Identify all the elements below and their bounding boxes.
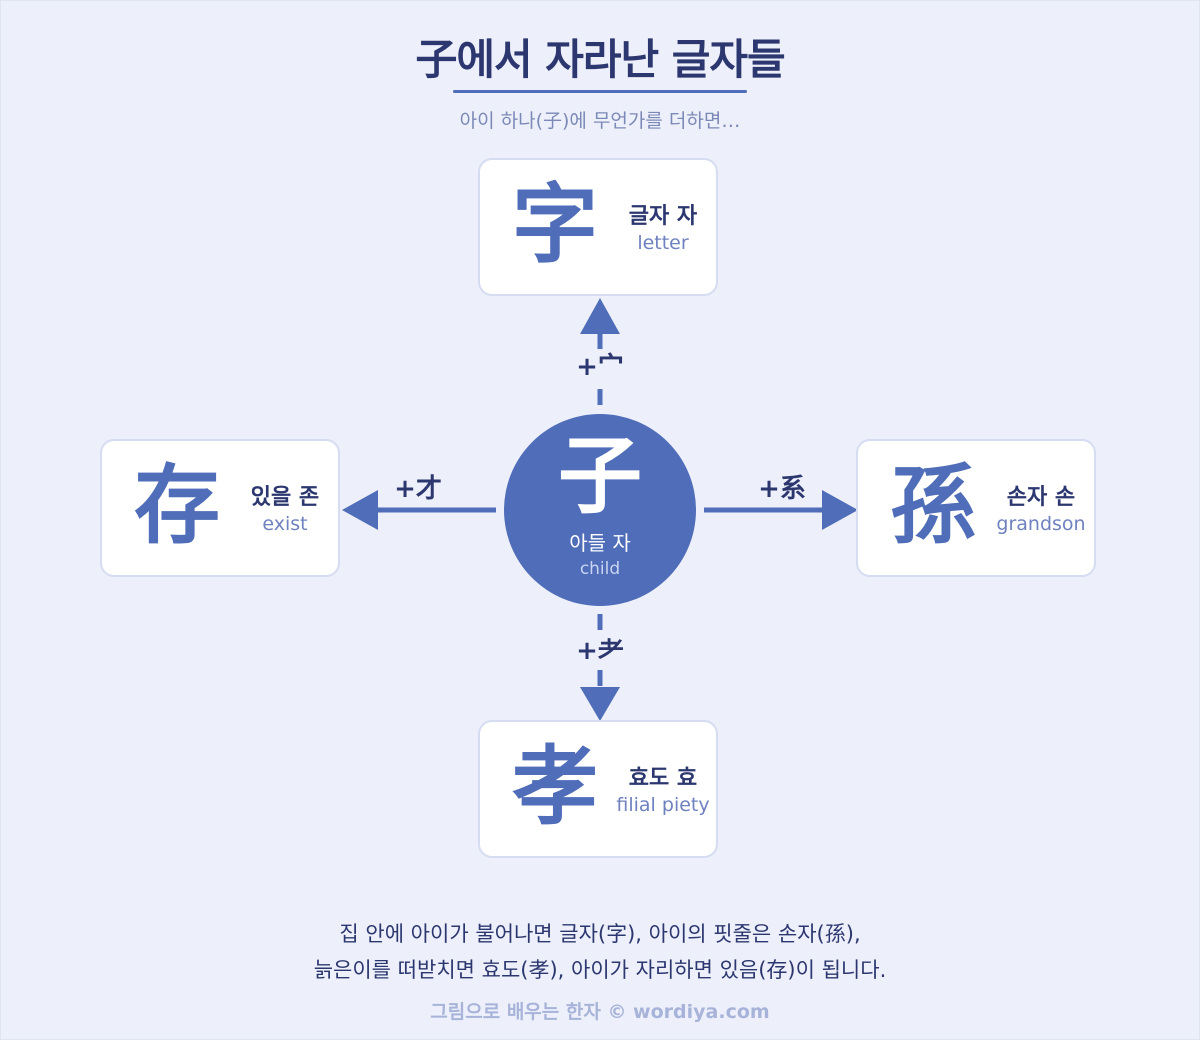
page-title: 子에서 자라난 글자들 (415, 35, 785, 84)
node-character: 存 (134, 455, 220, 556)
footer-credit: 그림으로 배우는 한자 © wordiya.com (430, 1001, 770, 1023)
node-english-name: grandson (996, 513, 1086, 535)
arrowhead-right (822, 490, 858, 530)
caption-line-2: 늙은이를 떠받치면 효도(孝), 아이가 자리하면 있음(存)이 됩니다. (313, 958, 887, 982)
node-character: 孫 (890, 455, 976, 556)
node-card-top: 字 글자 자 letter (478, 158, 718, 296)
caption-line-1: 집 안에 아이가 불어나면 글자(字), 아이의 핏줄은 손자(孫), (339, 922, 861, 946)
node-korean-name: 있을 존 (250, 485, 320, 510)
arrowhead-bottom (580, 687, 620, 721)
addition-label-right: +系 (748, 474, 816, 504)
node-card-right: 孫 손자 손 grandson (856, 439, 1096, 577)
page-subtitle: 아이 하나(子)에 무언가를 더하면… (459, 110, 741, 132)
addition-label-bottom: +耂 (566, 636, 634, 666)
title-underline (453, 90, 747, 93)
node-korean-name: 효도 효 (628, 766, 698, 791)
node-character: 字 (512, 174, 598, 275)
arrowhead-top (580, 298, 620, 334)
node-card-left: 存 있을 존 exist (100, 439, 340, 577)
addition-label-top: +宀 (566, 352, 634, 382)
center-english-name: child (579, 559, 621, 579)
center-character: 子 (557, 426, 642, 525)
node-korean-name: 글자 자 (628, 204, 698, 229)
node-english-name: letter (637, 232, 689, 254)
center-korean-name: 아들 자 (569, 531, 631, 555)
node-character: 孝 (512, 736, 598, 837)
node-card-bottom: 孝 효도 효 filial piety (478, 720, 718, 858)
addition-label-left: +才 (384, 474, 452, 504)
node-korean-name: 손자 손 (1006, 485, 1076, 510)
arrowhead-left (342, 490, 378, 530)
node-english-name: exist (262, 513, 308, 535)
center-node: 子 아들 자 child (504, 414, 696, 606)
node-english-name: filial piety (616, 794, 710, 816)
